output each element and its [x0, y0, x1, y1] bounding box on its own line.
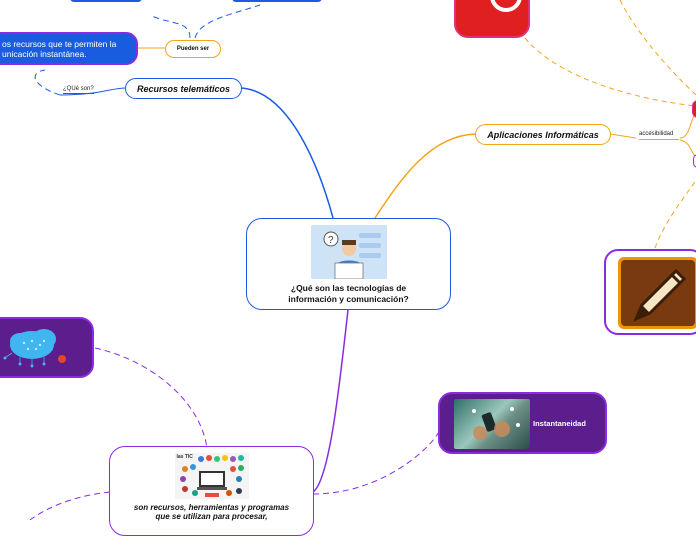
link-pencil — [654, 179, 696, 249]
link-bottom-left — [29, 491, 111, 520]
link-cloud — [94, 347, 208, 449]
link-red-app — [524, 37, 696, 107]
aplicaciones-node[interactable]: Aplicaciones Informáticas — [475, 124, 611, 145]
tic-collage-label: las TIC — [176, 454, 193, 460]
pueden-ser-node[interactable]: Pueden ser — [165, 40, 221, 58]
link-top-right — [619, 0, 696, 96]
accesibilidad-label[interactable]: accesibilidad — [639, 131, 679, 140]
central-title: ¿Qué son las tecnologías de información … — [288, 283, 409, 304]
link-central-sonrecursos — [312, 309, 349, 493]
recursos-definition-node[interactable]: os recursos que te permiten la unicación… — [0, 32, 138, 65]
pencil-icon — [633, 268, 687, 322]
son-recursos-line2: que se utilizan para procesar, — [155, 512, 268, 521]
link-puedenser-top2 — [194, 4, 261, 39]
top-node-right[interactable] — [232, 0, 322, 2]
son-recursos-node[interactable]: las TIC son recursos, herramientas y pro… — [109, 446, 314, 536]
instantaneidad-node[interactable]: Instantaneidad — [438, 392, 607, 454]
phone-hands-image — [454, 399, 530, 449]
aplicaciones-label: Aplicaciones Informáticas — [487, 129, 599, 140]
tic-collage-image: las TIC — [174, 453, 249, 499]
recursos-telematicos-label: Recursos telemáticos — [136, 83, 231, 94]
recursos-telematicos-node[interactable]: Recursos telemáticos — [125, 78, 242, 99]
link-central-aplicaciones — [374, 133, 477, 219]
link-central-recursos — [239, 87, 334, 219]
link-puedenser-top — [149, 14, 191, 39]
instantaneidad-label: Instantaneidad — [533, 419, 586, 428]
svg-text:?: ? — [328, 235, 334, 246]
red-app-node[interactable] — [454, 0, 530, 38]
pencil-node[interactable] — [604, 249, 696, 335]
cloud-node[interactable] — [0, 317, 94, 378]
right-node-red[interactable] — [692, 100, 696, 118]
question-person-icon: ? — [323, 231, 381, 279]
cloud-network-icon — [3, 329, 66, 368]
top-node-left[interactable] — [70, 0, 142, 2]
pueden-ser-label: Pueden ser — [176, 46, 210, 52]
link-quéson-definition — [34, 69, 61, 96]
link-recursos-quéson — [59, 87, 127, 96]
link-aplicaciones-accesibilidad — [609, 133, 637, 139]
que-son-label[interactable]: ¿QUé son? — [63, 86, 94, 94]
question-person-image: ? — [310, 225, 387, 279]
son-recursos-line1: son recursos, herramientas y programas — [133, 503, 290, 512]
red-app-icon — [490, 0, 522, 12]
central-node[interactable]: ? ¿Qué son las tecnologías de informació… — [246, 218, 451, 310]
mind-map-connections — [29, 0, 696, 520]
recursos-def-line1: os recursos que te permiten la — [2, 38, 117, 49]
recursos-def-line2: unicación instantánea. — [2, 48, 87, 59]
link-instant — [312, 429, 441, 495]
